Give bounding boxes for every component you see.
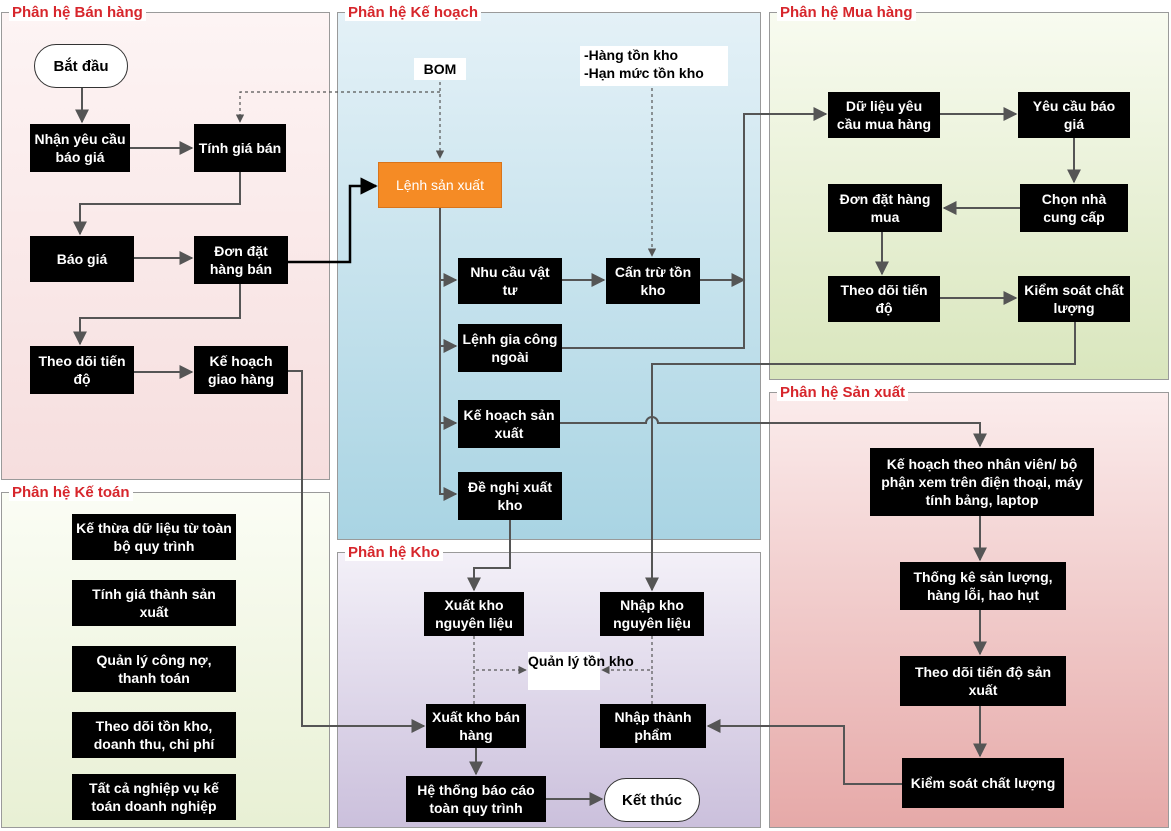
note-inventory-line-2: -Hạn mức tồn kho <box>584 65 704 81</box>
node-production-order: Lệnh sản xuất <box>378 162 502 208</box>
region-title-sales: Phân hệ Bán hàng <box>9 4 146 21</box>
node-outsourcing-order: Lệnh gia công ngoài <box>458 324 562 372</box>
region-title-accounting: Phân hệ Kế toán <box>9 484 133 501</box>
region-title-warehouse: Phân hệ Kho <box>345 544 443 561</box>
node-delivery-plan: Kế hoạch giao hàng <box>194 346 288 394</box>
node-sales-progress: Theo dõi tiến độ <box>30 346 134 394</box>
node-start: Bắt đầu <box>34 44 128 88</box>
node-sales-order: Đơn đặt hàng bán <box>194 236 288 284</box>
node-receive-materials: Nhập kho nguyên liệu <box>600 592 704 636</box>
node-issue-materials: Xuất kho nguyên liệu <box>424 592 524 636</box>
node-choose-supplier: Chọn nhà cung cấp <box>1020 184 1128 232</box>
note-bom: BOM <box>414 58 466 80</box>
node-report-system: Hệ thống báo cáo toàn quy trình <box>406 776 546 822</box>
node-request-quotation: Yêu cầu báo giá <box>1018 92 1130 138</box>
node-quotation: Báo giá <box>30 236 134 282</box>
node-receive-quote-request: Nhận yêu cầu báo giá <box>30 124 130 172</box>
node-issue-request: Đề nghị xuất kho <box>458 472 562 520</box>
node-purchase-quality: Kiểm soát chất lượng <box>1018 276 1130 322</box>
node-offset-stock: Cấn trừ tồn kho <box>606 258 700 304</box>
region-title-purchasing: Phân hệ Mua hàng <box>777 4 916 21</box>
node-accounting-inherit-data: Kế thừa dữ liệu từ toàn bộ quy trình <box>72 514 236 560</box>
region-title-planning: Phân hệ Kế hoạch <box>345 4 482 21</box>
node-production-quality: Kiểm soát chất lượng <box>902 758 1064 808</box>
node-receive-finished-goods: Nhập thành phẩm <box>600 704 706 748</box>
node-purchase-request-data: Dữ liệu yêu cầu mua hàng <box>828 92 940 138</box>
node-accounting-all-operations: Tất cả nghiệp vụ kế toán doanh nghiệp <box>72 774 236 820</box>
note-inventory: -Hàng tồn kho -Hạn mức tồn kho <box>580 46 728 86</box>
node-output-statistics: Thống kê sản lượng, hàng lỗi, hao hụt <box>900 562 1066 610</box>
region-title-production: Phân hệ Sản xuất <box>777 384 909 401</box>
node-end: Kết thúc <box>604 778 700 822</box>
node-accounting-debt-payment: Quản lý công nợ, thanh toán <box>72 646 236 692</box>
node-calculate-price: Tính giá bán <box>194 124 286 172</box>
node-purchase-order: Đơn đặt hàng mua <box>828 184 942 232</box>
note-inventory-line-1: -Hàng tồn kho <box>584 47 679 63</box>
node-accounting-inventory-revenue: Theo dõi tồn kho, doanh thu, chi phí <box>72 712 236 758</box>
node-production-progress: Theo dõi tiến độ sản xuất <box>900 656 1066 706</box>
note-inventory-management: Quản lý tồn kho <box>528 652 634 690</box>
node-accounting-production-cost: Tính giá thành sản xuất <box>72 580 236 626</box>
node-issue-for-sales: Xuất kho bán hàng <box>426 704 526 748</box>
node-staff-plan: Kế hoạch theo nhân viên/ bộ phận xem trê… <box>870 448 1094 516</box>
node-material-need: Nhu cầu vật tư <box>458 258 562 304</box>
node-purchase-progress: Theo dõi tiến độ <box>828 276 940 322</box>
node-production-plan: Kế hoạch sản xuất <box>458 400 560 448</box>
